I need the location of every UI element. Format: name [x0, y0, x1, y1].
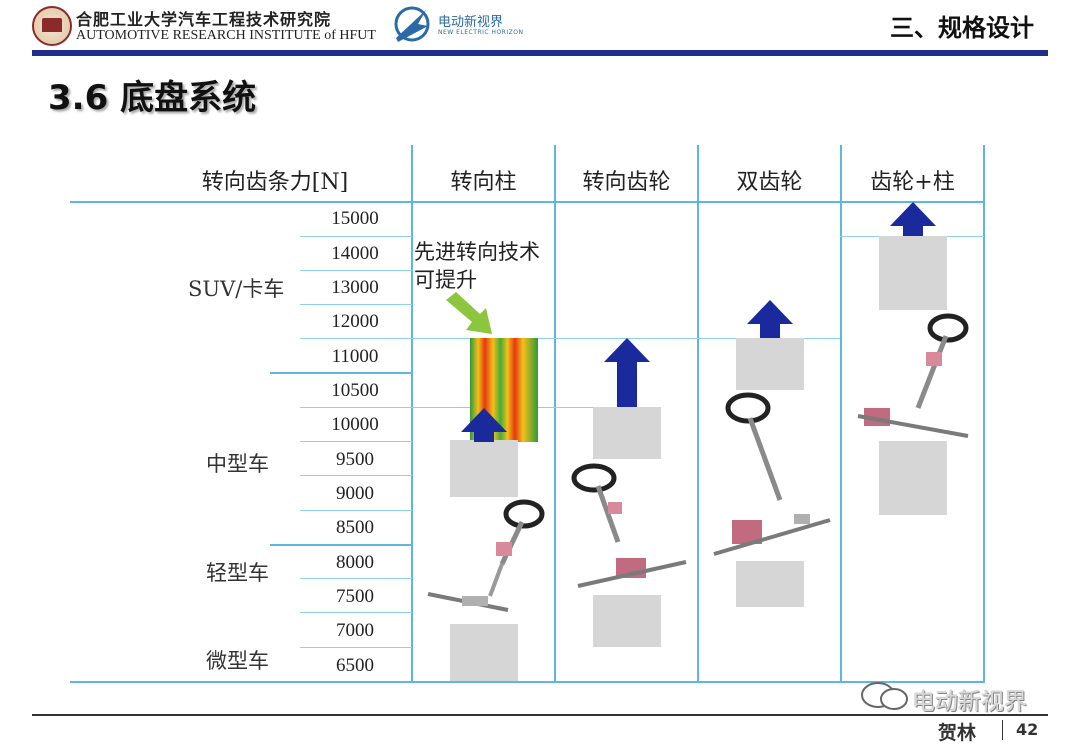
col-divider	[983, 145, 985, 683]
header-bar	[32, 50, 1048, 56]
tick-label: 12000	[331, 311, 379, 332]
tick-label: 14000	[331, 243, 379, 264]
segment-suv-truck: SUV/卡车	[188, 277, 285, 301]
capacity-box-pinion-upper	[593, 407, 661, 459]
segment-rule	[270, 544, 412, 546]
tick-rule	[300, 304, 412, 305]
tick-label: 7000	[336, 620, 374, 641]
tick-rule	[300, 270, 412, 271]
tick-label: 6500	[336, 655, 374, 676]
institute-name-cn: 合肥工业大学汽车工程技术研究院	[76, 10, 332, 29]
col-divider	[411, 145, 413, 683]
university-seal-icon	[32, 6, 72, 46]
capacity-box-combo-lower	[879, 441, 947, 515]
partner-logo-text: 电动新视界	[438, 15, 504, 30]
steering-system-icon	[571, 463, 687, 588]
segment-midsize: 中型车	[206, 452, 269, 476]
section-title: 三、规格设计	[890, 14, 1034, 42]
note-line: 可提升	[414, 268, 477, 292]
electric-horizon-logo-icon	[394, 6, 430, 42]
tick-rule	[300, 441, 412, 442]
footer-author: 贺林	[938, 722, 977, 744]
axis-header: 转向齿条力[N]	[201, 170, 349, 195]
tick-label: 10500	[331, 380, 379, 401]
tick-rule	[300, 578, 412, 579]
col-header-pinion: 转向齿轮	[582, 170, 671, 195]
steering-system-icon	[427, 499, 545, 612]
capacity-box-pinion-lower	[593, 595, 661, 647]
note-line: 先进转向技术	[414, 240, 540, 264]
tick-rule	[300, 407, 412, 408]
wechat-icon	[861, 682, 908, 710]
tick-label: 9500	[336, 449, 374, 470]
institute-name-en: AUTOMOTIVE RESEARCH INSTITUTE of HFUT	[76, 28, 376, 43]
tick-label: 15000	[331, 208, 379, 229]
capacity-box-combo-upper	[879, 236, 947, 310]
advanced-steering-note: 先进转向技术 可提升	[414, 238, 540, 294]
header-rule	[70, 201, 985, 203]
tick-label: 7500	[336, 586, 374, 607]
col-header-column: 转向柱	[450, 170, 517, 195]
page-number: 42	[1016, 720, 1039, 739]
tick-rule	[300, 475, 412, 476]
tick-label: 13000	[331, 277, 379, 298]
footer-separator	[1002, 720, 1003, 740]
tick-rule	[300, 510, 412, 511]
blue-up-arrow-icon	[604, 338, 650, 407]
capacity-box-column-lower	[450, 624, 518, 681]
tick-rule	[300, 338, 412, 339]
segment-light: 轻型车	[206, 561, 269, 585]
tick-rule	[300, 647, 412, 648]
capacity-box-dual-upper	[736, 338, 804, 390]
col-divider	[697, 145, 699, 683]
capacity-box-column-upper	[450, 440, 518, 497]
bottom-rule	[70, 681, 985, 683]
capacity-box-dual-lower	[736, 561, 804, 607]
tick-label: 8500	[336, 517, 374, 538]
tick-label: 9000	[336, 483, 374, 504]
tick-label: 10000	[331, 414, 379, 435]
steering-system-icon	[857, 313, 969, 438]
col-divider	[840, 145, 842, 683]
tick-rule	[300, 612, 412, 613]
green-diagonal-arrow-icon	[446, 292, 492, 334]
col-header-dual-pinion: 双齿轮	[736, 170, 803, 195]
blue-up-arrow-icon	[461, 408, 507, 442]
steering-system-icon	[713, 392, 831, 556]
segment-mini: 微型车	[206, 649, 269, 673]
blue-up-arrow-icon	[890, 202, 936, 236]
tick-label: 11000	[331, 346, 379, 367]
watermark-text: 电动新视界	[912, 689, 1027, 715]
tick-label: 8000	[336, 552, 374, 573]
col-divider	[554, 145, 556, 683]
blue-up-arrow-icon	[747, 300, 793, 338]
col-header-pinion-column: 齿轮+柱	[870, 170, 955, 195]
footer-rule	[32, 714, 1048, 716]
page-title: 3.6 底盘系统	[48, 78, 257, 118]
partner-logo-subtext: NEW ELECTRIC HORIZON	[438, 29, 524, 36]
tick-rule	[300, 236, 412, 237]
segment-rule	[270, 372, 412, 374]
